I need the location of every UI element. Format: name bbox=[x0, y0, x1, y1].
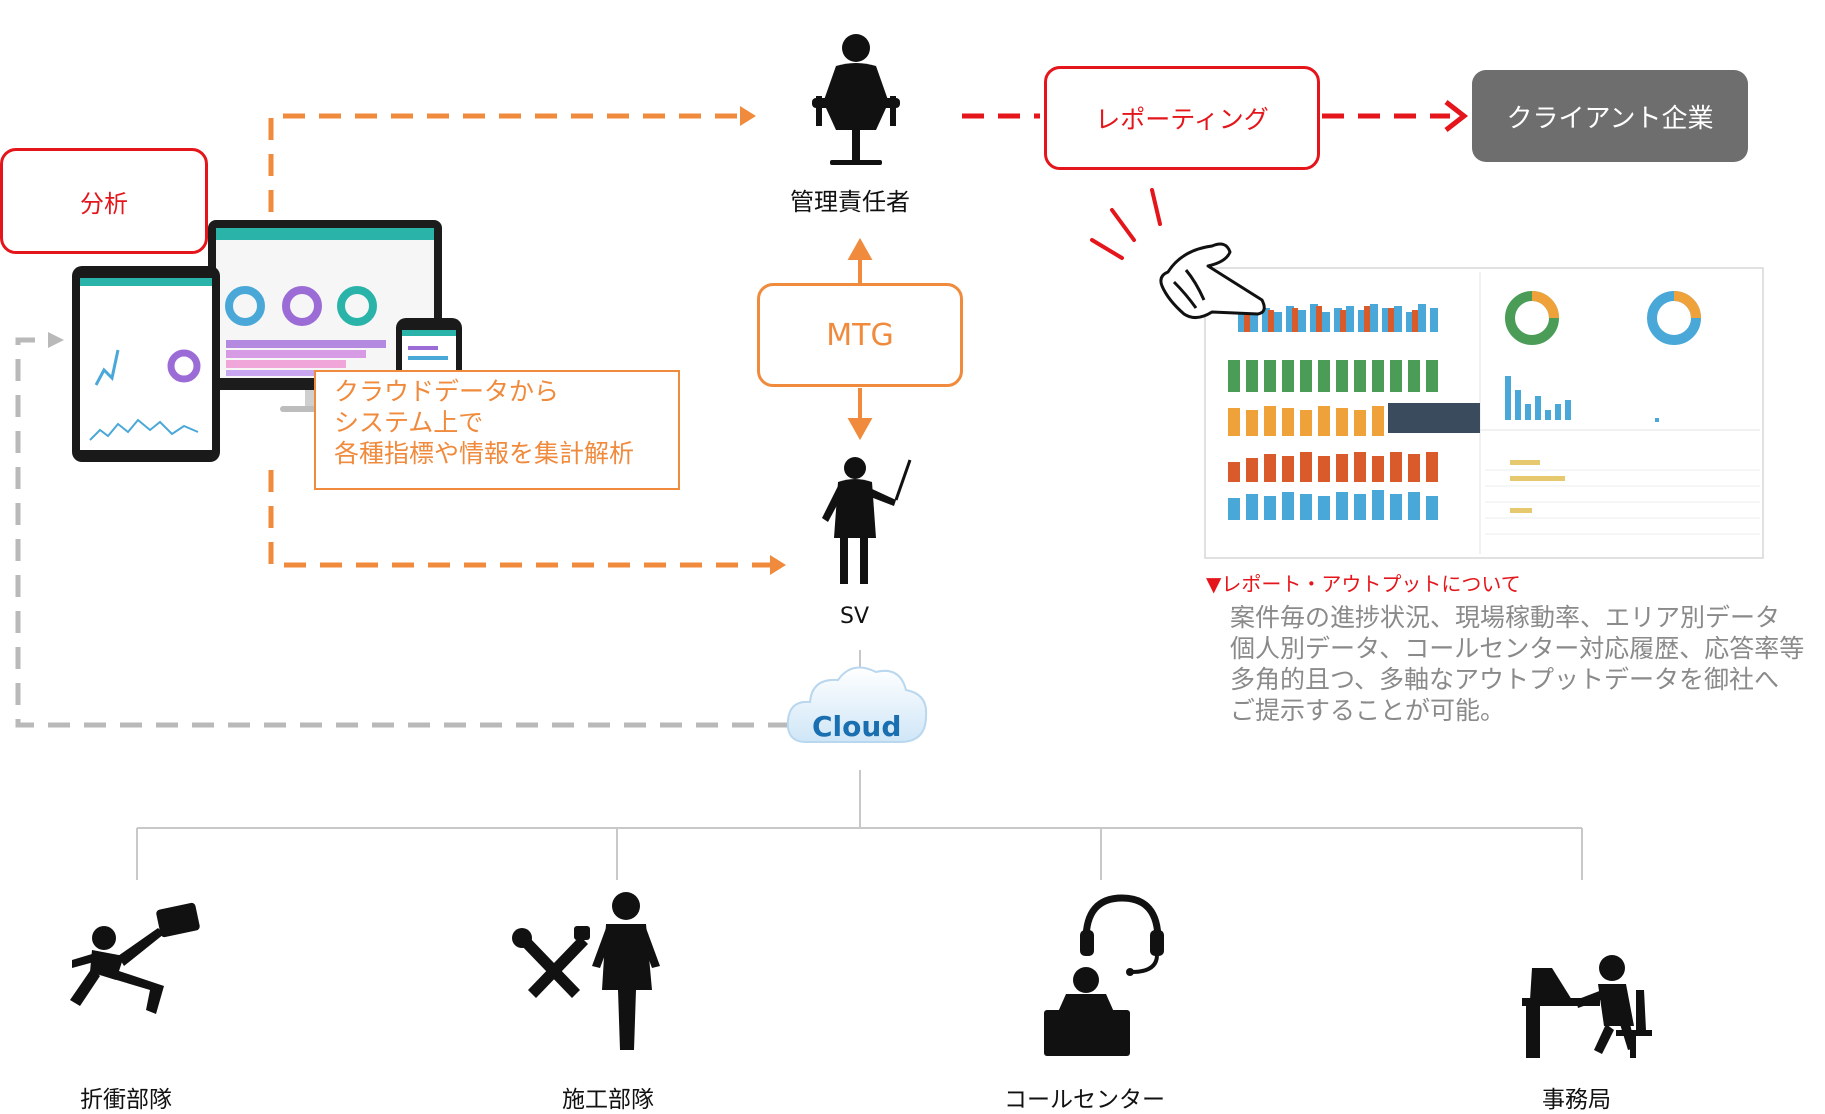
reporting-label: レポーティング bbox=[1095, 105, 1269, 134]
arrowhead-to-sv bbox=[770, 555, 786, 575]
department-tree bbox=[136, 650, 1583, 880]
arrowhead-to-analysis bbox=[48, 332, 64, 348]
analysis-note-line: クラウドデータから bbox=[334, 377, 560, 406]
presenter-icon bbox=[822, 457, 912, 584]
mtg-box: MTG bbox=[757, 283, 963, 387]
salesman-icon bbox=[70, 902, 200, 1014]
sv-label: SV bbox=[840, 604, 870, 629]
department-construction-label: 施工部隊 bbox=[562, 1087, 654, 1113]
connector-analysis-to-manager bbox=[268, 113, 740, 212]
client-label: クライアント企業 bbox=[1506, 103, 1714, 134]
reporting-box: レポーティング bbox=[1044, 66, 1320, 170]
report-line: 多角的且つ、多軸なアウトプットデータを御社へ bbox=[1230, 665, 1780, 694]
cloud-icon bbox=[786, 666, 928, 743]
worker-tools-icon bbox=[512, 892, 660, 1050]
pointing-hand-icon bbox=[1159, 242, 1266, 319]
report-heading: ▼レポート・アウトプットについて bbox=[1206, 572, 1521, 596]
analysis-note-line: 各種指標や情報を集計解析 bbox=[334, 439, 635, 468]
person-at-desk-icon bbox=[812, 34, 900, 165]
department-callcenter-label: コールセンター bbox=[1004, 1087, 1165, 1113]
report-line: 案件毎の進捗状況、現場稼動率、エリア別データ bbox=[1230, 603, 1781, 632]
department-sales-label: 折衝部隊 bbox=[80, 1087, 172, 1113]
spark-lines bbox=[1090, 188, 1162, 260]
mtg-label: MTG bbox=[826, 317, 894, 353]
client-box: クライアント企業 bbox=[1472, 70, 1748, 162]
analysis-box: 分析 bbox=[0, 148, 208, 254]
analysis-label: 分析 bbox=[80, 189, 128, 218]
arrowhead-to-manager bbox=[740, 106, 756, 126]
operator-headset-icon bbox=[1044, 894, 1164, 1056]
connector-cloud-to-analysis bbox=[15, 337, 790, 728]
office-worker-icon bbox=[1522, 955, 1652, 1058]
cloud-label: Cloud bbox=[812, 710, 902, 743]
report-line: 個人別データ、コールセンター対応履歴、応答率等 bbox=[1230, 634, 1805, 663]
department-office-label: 事務局 bbox=[1542, 1087, 1611, 1113]
manager-label: 管理責任者 bbox=[790, 188, 910, 216]
connector-mtg bbox=[847, 237, 873, 441]
arrowhead-to-client bbox=[1444, 100, 1469, 132]
report-line: ご提示することが可能。 bbox=[1230, 696, 1506, 725]
report-description: 案件毎の進捗状況、現場稼動率、エリア別データ 個人別データ、コールセンター対応履… bbox=[1230, 602, 1804, 726]
analysis-note-line: システム上で bbox=[334, 408, 484, 437]
dashboard-icon bbox=[1204, 267, 1764, 559]
analysis-note: クラウドデータから システム上で 各種指標や情報を集計解析 bbox=[314, 370, 680, 490]
